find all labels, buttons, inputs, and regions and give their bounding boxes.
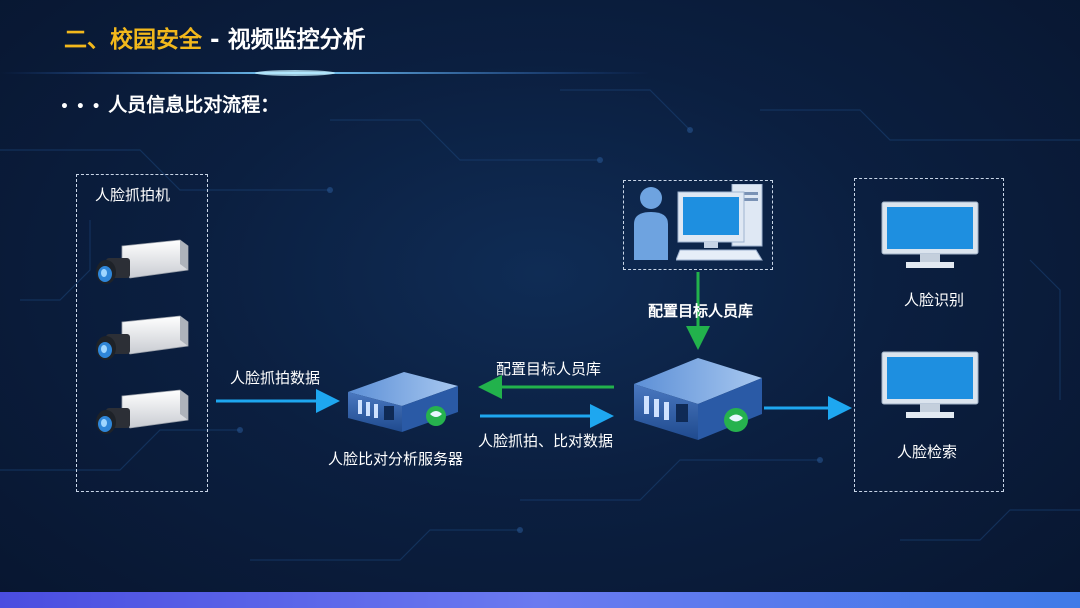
- person-icon: [634, 187, 668, 260]
- monitor-icon: [881, 351, 979, 418]
- application-box: [854, 178, 1004, 492]
- face-recognition-label: 人脸识别: [904, 291, 965, 309]
- capture-data-label: 人脸抓拍数据: [230, 369, 321, 387]
- subtitle-text: 人员信息比对流程：: [108, 94, 280, 116]
- face-search-label: 人脸检索: [897, 443, 958, 461]
- camera-icon: [96, 315, 189, 360]
- compare-server-label: 人脸比对分析服务器: [328, 450, 464, 468]
- server-icon: [348, 372, 458, 432]
- page-title: 二、校园安全 - 视频监控分析: [64, 20, 366, 54]
- monitor-icon: [881, 201, 979, 268]
- title-separator: -: [202, 27, 228, 53]
- admin-config-label: 配置目标人员库: [648, 302, 754, 320]
- camera-icon: [96, 239, 189, 284]
- admin-workstation-box: [623, 180, 773, 270]
- title-underline-glow: [0, 70, 650, 76]
- section-subtitle: • • • 人员信息比对流程：: [60, 90, 279, 117]
- camera-group-label: 人脸抓拍机: [95, 186, 171, 204]
- camera-icon: [96, 389, 189, 434]
- title-rest: 视频监控分析: [227, 27, 366, 53]
- platform-server-icon: [634, 358, 762, 440]
- bullet-dots: • • •: [60, 99, 102, 115]
- title-highlight: 二、校园安全: [64, 27, 202, 53]
- config-library-arrow-label: 配置目标人员库: [496, 360, 602, 378]
- capture-compare-data-label: 人脸抓拍、比对数据: [478, 432, 614, 450]
- camera-group-box: [76, 174, 208, 492]
- computer-icon: [676, 184, 763, 261]
- footer-bar: [0, 592, 1080, 608]
